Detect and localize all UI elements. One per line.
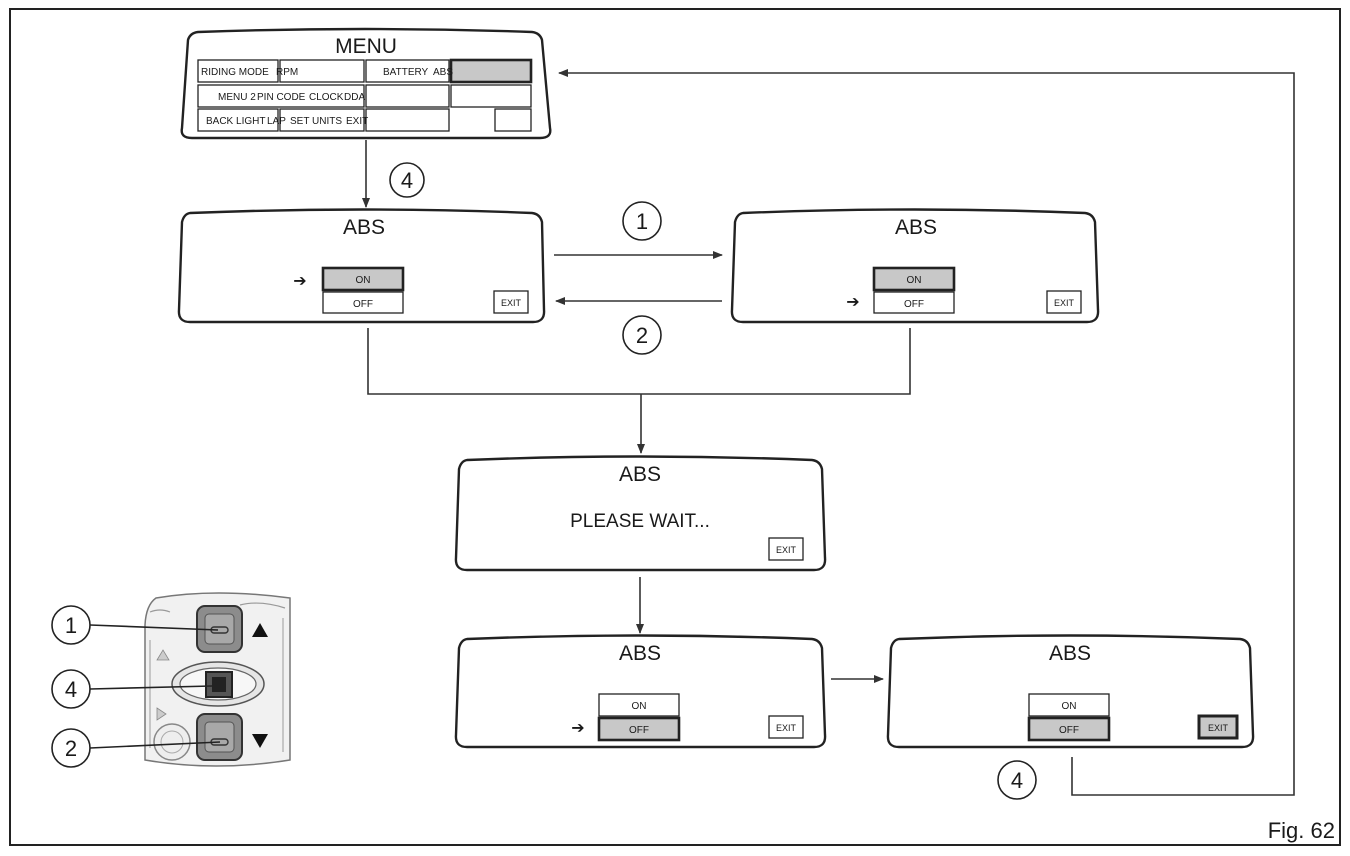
- svg-text:ON: ON: [356, 275, 371, 286]
- abs-screen-please-wait: ABS PLEASE WAIT... EXIT: [454, 455, 827, 572]
- arrow-return-to-menu: [558, 69, 1295, 796]
- menu-label-back-light: BACK LIGHT: [206, 116, 265, 127]
- svg-text:ON: ON: [632, 701, 647, 712]
- svg-text:4: 4: [401, 168, 413, 193]
- menu-label-battery: BATTERY: [383, 67, 429, 78]
- svg-text:EXIT: EXIT: [501, 298, 522, 308]
- handlebar-switch-illustration: 1 4 2: [51, 592, 291, 768]
- svg-text:EXIT: EXIT: [776, 545, 797, 555]
- svg-text:EXIT: EXIT: [1208, 723, 1229, 733]
- screen-a-title: ABS: [343, 216, 385, 239]
- menu-label-rpm: RPM: [276, 67, 298, 78]
- menu-screen: MENU RIDING MODE RPM BATTERY ABS MENU 2 …: [180, 27, 552, 140]
- exit-button[interactable]: [1046, 290, 1082, 314]
- horn-knob: [153, 723, 191, 761]
- menu-cell-row2b: [365, 84, 450, 108]
- abs-screen-off-pointer: ABS ON ➔ OFF EXIT: [730, 208, 1100, 324]
- menu-cell-row2c: [450, 84, 532, 108]
- legend-badge-4: [51, 669, 91, 709]
- on-option[interactable]: [872, 266, 956, 292]
- svg-text:2: 2: [65, 736, 77, 761]
- merge-connector: [367, 328, 911, 395]
- abs-screen-on-selected: ABS ➔ ON OFF EXIT: [177, 208, 546, 324]
- off-option-selected[interactable]: [597, 716, 681, 742]
- selector-arrow-icon: ➔: [293, 273, 306, 290]
- step-2-badge: 2: [622, 315, 662, 355]
- menu-cell-row3c: [365, 108, 450, 132]
- svg-text:ON: ON: [907, 275, 922, 286]
- screen-b-title: ABS: [895, 216, 937, 239]
- menu-cell-abs[interactable]: [449, 58, 533, 84]
- menu-label-set-units: SET UNITS: [290, 116, 342, 127]
- screen-e-title: ABS: [1049, 642, 1091, 665]
- up-triangle-icon: [252, 623, 268, 637]
- menu-cell-battery[interactable]: [365, 59, 450, 83]
- svg-text:ON: ON: [1062, 701, 1077, 712]
- menu-cell-riding-mode[interactable]: [197, 59, 279, 83]
- svg-text:1: 1: [65, 613, 77, 638]
- svg-text:4: 4: [65, 677, 77, 702]
- figure-frame: [9, 8, 1341, 846]
- svg-text:4: 4: [1011, 768, 1023, 793]
- step-4-badge-top: 4: [389, 162, 425, 198]
- off-option-selected[interactable]: [1027, 716, 1111, 742]
- menu-label-clock: CLOCK: [309, 92, 344, 103]
- on-option-selected[interactable]: [321, 266, 405, 292]
- on-option[interactable]: [598, 693, 680, 717]
- menu-label-exit: EXIT: [346, 116, 368, 127]
- on-option[interactable]: [1028, 693, 1110, 717]
- svg-text:2: 2: [636, 323, 648, 348]
- menu-cell-row3d: [494, 108, 532, 132]
- svg-text:OFF: OFF: [629, 725, 649, 736]
- menu-label-abs: ABS: [433, 67, 453, 78]
- abs-screen-exit-selected: ABS ON OFF EXIT: [886, 634, 1255, 749]
- step-4-badge-bottom: 4: [997, 760, 1037, 800]
- menu-cell-rpm[interactable]: [279, 59, 365, 83]
- exit-button[interactable]: [768, 715, 804, 739]
- exit-button-selected[interactable]: [1197, 714, 1239, 740]
- menu-cell-back-light[interactable]: [197, 108, 279, 132]
- off-option-pointed[interactable]: [873, 291, 955, 314]
- exit-button[interactable]: [768, 537, 804, 561]
- step-1-badge: 1: [622, 201, 662, 241]
- exit-button[interactable]: [493, 290, 529, 314]
- svg-text:EXIT: EXIT: [776, 723, 797, 733]
- menu-label-pin-code: PIN CODE: [257, 92, 306, 103]
- legend-badge-1: [51, 605, 91, 645]
- figure-label: Fig. 62: [1268, 818, 1335, 843]
- selector-arrow-icon: ➔: [571, 720, 584, 737]
- svg-text:OFF: OFF: [1059, 725, 1079, 736]
- menu-cell-row3b: [279, 108, 365, 132]
- svg-text:OFF: OFF: [353, 299, 373, 310]
- svg-text:1: 1: [636, 209, 648, 234]
- selector-arrow-icon: ➔: [846, 294, 859, 311]
- off-option[interactable]: [322, 291, 404, 314]
- menu-label-riding-mode: RIDING MODE: [201, 67, 269, 78]
- screen-c-title: ABS: [619, 463, 661, 486]
- menu-title: MENU: [335, 35, 397, 58]
- svg-text:EXIT: EXIT: [1054, 298, 1075, 308]
- menu-cell-row2a: [197, 84, 365, 108]
- menu-label-menu2: MENU 2: [218, 92, 256, 103]
- abs-screen-off-selected: ABS ON ➔ OFF EXIT: [454, 634, 827, 749]
- legend-badge-2: [51, 728, 91, 768]
- screen-d-title: ABS: [619, 642, 661, 665]
- please-wait-message: PLEASE WAIT...: [570, 511, 710, 532]
- menu-label-lap: LAP: [267, 116, 286, 127]
- menu-label-dda: DDA: [344, 92, 365, 103]
- down-triangle-icon: [252, 734, 268, 748]
- svg-text:OFF: OFF: [904, 299, 924, 310]
